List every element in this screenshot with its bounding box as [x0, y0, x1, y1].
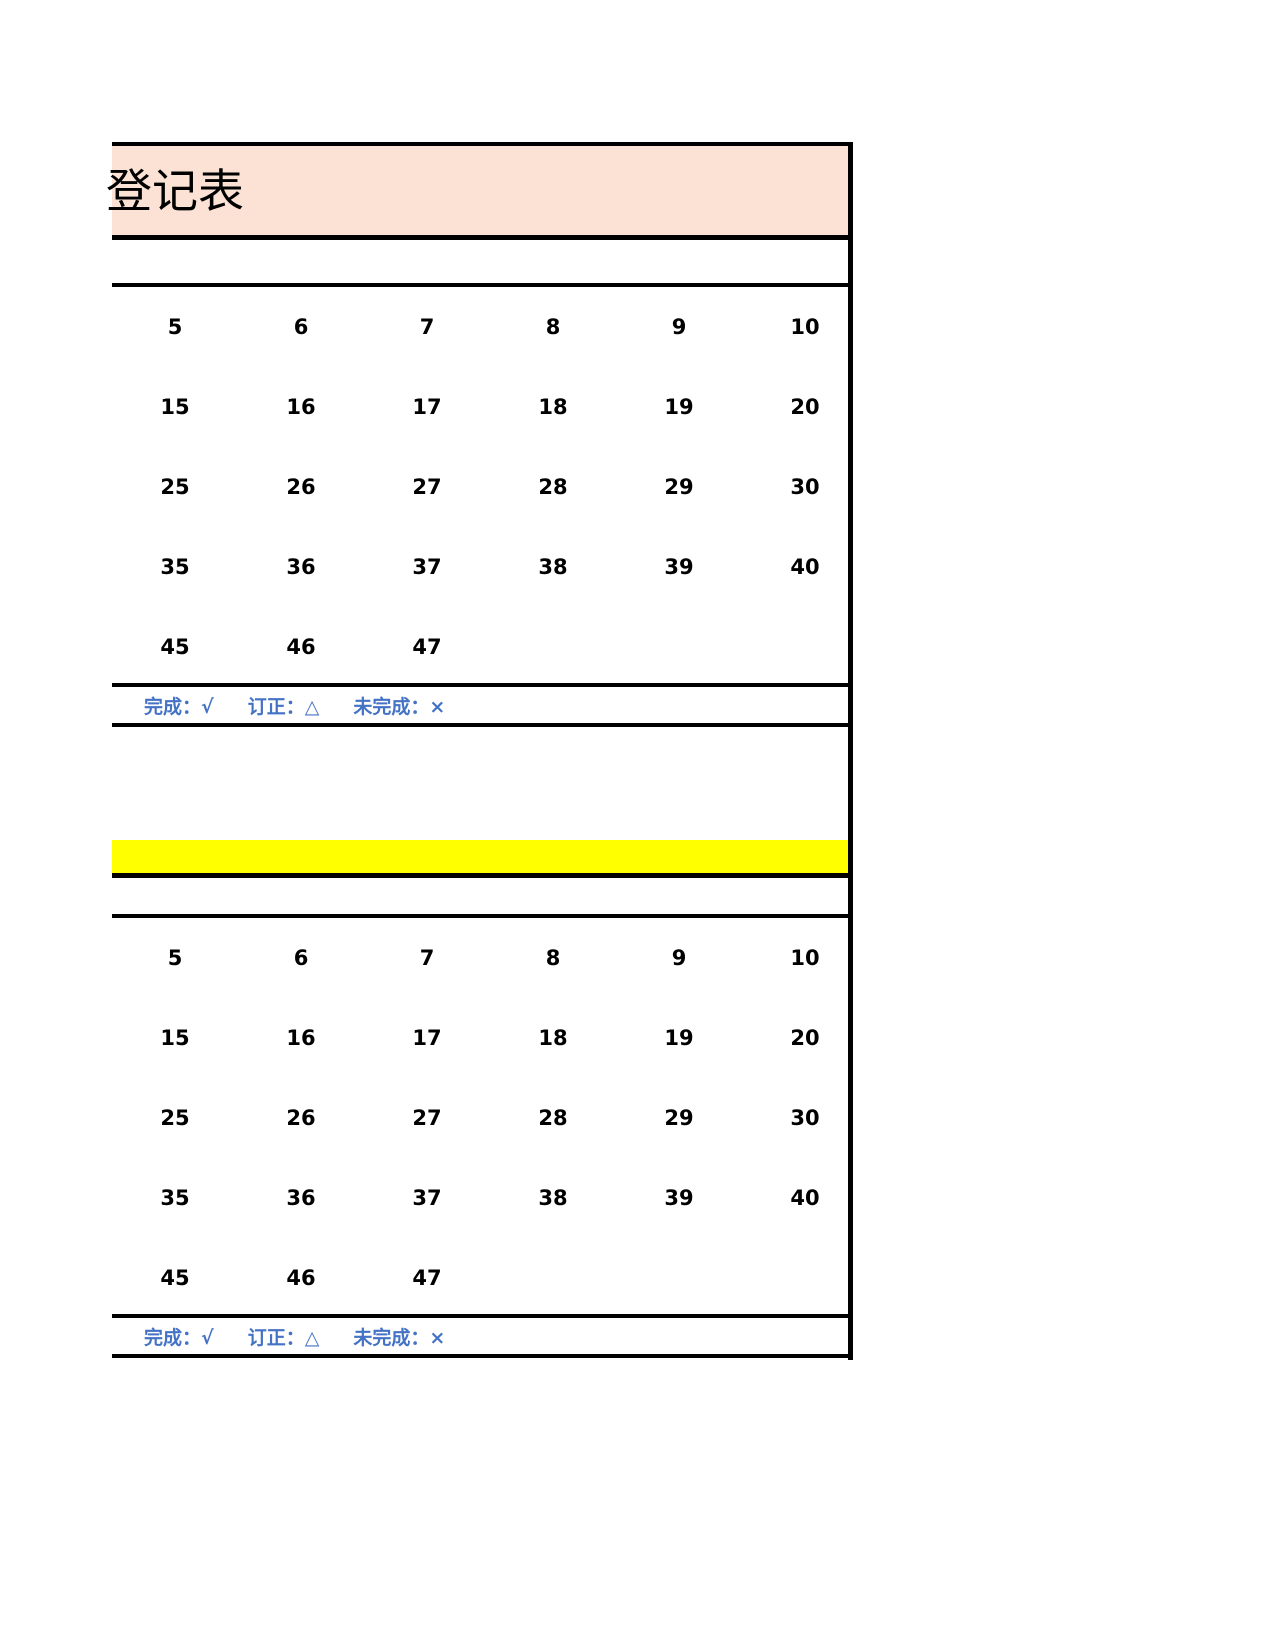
number-cell[interactable]: 36: [286, 1185, 316, 1210]
check-icon: √: [201, 695, 214, 718]
number-cell[interactable]: 40: [790, 1185, 820, 1210]
number-cell[interactable]: 19: [664, 394, 694, 419]
legend-item-incomplete: 未完成：×: [353, 1323, 445, 1350]
number-cell[interactable]: 39: [664, 1185, 694, 1210]
number-cell[interactable]: 7: [419, 945, 435, 970]
number-cell[interactable]: 5: [167, 945, 183, 970]
table-row: 5 6 7 8 9 10: [112, 287, 852, 367]
table-row: 35 36 37 38 39 40: [112, 527, 852, 607]
number-cell[interactable]: 40: [790, 554, 820, 579]
number-cell[interactable]: 15: [160, 1025, 190, 1050]
table-row: 45 46 47: [112, 607, 852, 687]
title-banner-row: 登记表: [106, 142, 852, 240]
check-icon: √: [201, 1326, 214, 1349]
title-spacer-row: [112, 245, 852, 287]
number-cell[interactable]: 26: [286, 474, 316, 499]
number-cell[interactable]: 37: [412, 1185, 442, 1210]
number-cell[interactable]: 35: [160, 1185, 190, 1210]
number-cell[interactable]: 28: [538, 1105, 568, 1130]
table-row: 15 16 17 18 19 20: [112, 998, 852, 1078]
number-cell[interactable]: 30: [790, 474, 820, 499]
number-cell[interactable]: 8: [545, 314, 561, 339]
number-cell[interactable]: 18: [538, 394, 568, 419]
number-cell[interactable]: 35: [160, 554, 190, 579]
number-cell[interactable]: 6: [293, 314, 309, 339]
number-cell[interactable]: 19: [664, 1025, 694, 1050]
number-cell[interactable]: 46: [286, 634, 316, 659]
legend-item-incomplete: 未完成：×: [353, 692, 445, 719]
number-cell[interactable]: 47: [412, 1265, 442, 1290]
triangle-icon: △: [304, 1326, 320, 1349]
number-cell[interactable]: 29: [664, 1105, 694, 1130]
table-row: 45 46 47: [112, 1238, 852, 1318]
number-cell[interactable]: 9: [671, 314, 687, 339]
table-row: 25 26 27 28 29 30: [112, 447, 852, 527]
number-cell[interactable]: 16: [286, 394, 316, 419]
number-grid-table-1: 5 6 7 8 9 10 15 16 17 18 19 20 25 26 27 …: [112, 287, 852, 687]
table-row: 35 36 37 38 39 40: [112, 1158, 852, 1238]
number-cell[interactable]: 5: [167, 314, 183, 339]
cross-icon: ×: [429, 695, 446, 718]
number-cell[interactable]: 28: [538, 474, 568, 499]
number-cell[interactable]: 45: [160, 634, 190, 659]
number-cell[interactable]: 17: [412, 394, 442, 419]
number-cell[interactable]: 20: [790, 394, 820, 419]
number-cell[interactable]: 30: [790, 1105, 820, 1130]
number-cell[interactable]: 10: [790, 945, 820, 970]
legend-row-table-2: 完成：√ 订正：△ 未完成：×: [112, 1314, 852, 1358]
number-cell[interactable]: 25: [160, 474, 190, 499]
legend-label-completed: 完成：: [144, 695, 202, 718]
legend-item-corrected: 订正：△: [248, 692, 320, 719]
number-cell[interactable]: 27: [412, 1105, 442, 1130]
section-gap: [112, 727, 852, 840]
table-row: 15 16 17 18 19 20: [112, 367, 852, 447]
number-cell[interactable]: 20: [790, 1025, 820, 1050]
number-cell[interactable]: 46: [286, 1265, 316, 1290]
number-cell[interactable]: 38: [538, 1185, 568, 1210]
number-cell[interactable]: 25: [160, 1105, 190, 1130]
number-cell[interactable]: 38: [538, 554, 568, 579]
table-row: 25 26 27 28 29 30: [112, 1078, 852, 1158]
number-cell[interactable]: 39: [664, 554, 694, 579]
legend-item-completed: 完成：√: [144, 692, 214, 719]
legend-label-completed: 完成：: [144, 1326, 202, 1349]
legend-row-table-1: 完成：√ 订正：△ 未完成：×: [112, 683, 852, 727]
number-cell[interactable]: 16: [286, 1025, 316, 1050]
number-cell[interactable]: 29: [664, 474, 694, 499]
yellow-banner-row: [112, 840, 852, 878]
number-cell[interactable]: 10: [790, 314, 820, 339]
number-cell[interactable]: 8: [545, 945, 561, 970]
number-cell[interactable]: 47: [412, 634, 442, 659]
number-grid-table-2: 5 6 7 8 9 10 15 16 17 18 19 20 25 26 27 …: [112, 918, 852, 1318]
number-cell[interactable]: 17: [412, 1025, 442, 1050]
legend-label-corrected: 订正：: [247, 1326, 305, 1349]
number-cell[interactable]: 6: [293, 945, 309, 970]
page-title: 登记表: [106, 163, 244, 218]
number-cell[interactable]: 9: [671, 945, 687, 970]
yellow-spacer-row: [112, 878, 852, 918]
legend-item-corrected: 订正：△: [248, 1323, 320, 1350]
cross-icon: ×: [429, 1326, 446, 1349]
number-cell[interactable]: 15: [160, 394, 190, 419]
legend-label-incomplete: 未完成：: [353, 1326, 430, 1349]
legend-label-incomplete: 未完成：: [353, 695, 430, 718]
legend-label-corrected: 订正：: [247, 695, 305, 718]
number-cell[interactable]: 7: [419, 314, 435, 339]
triangle-icon: △: [304, 695, 320, 718]
number-cell[interactable]: 37: [412, 554, 442, 579]
sheet-right-border: [848, 142, 853, 1360]
number-cell[interactable]: 45: [160, 1265, 190, 1290]
number-cell[interactable]: 36: [286, 554, 316, 579]
number-cell[interactable]: 26: [286, 1105, 316, 1130]
legend-item-completed: 完成：√: [144, 1323, 214, 1350]
number-cell[interactable]: 18: [538, 1025, 568, 1050]
number-cell[interactable]: 27: [412, 474, 442, 499]
table-row: 5 6 7 8 9 10: [112, 918, 852, 998]
